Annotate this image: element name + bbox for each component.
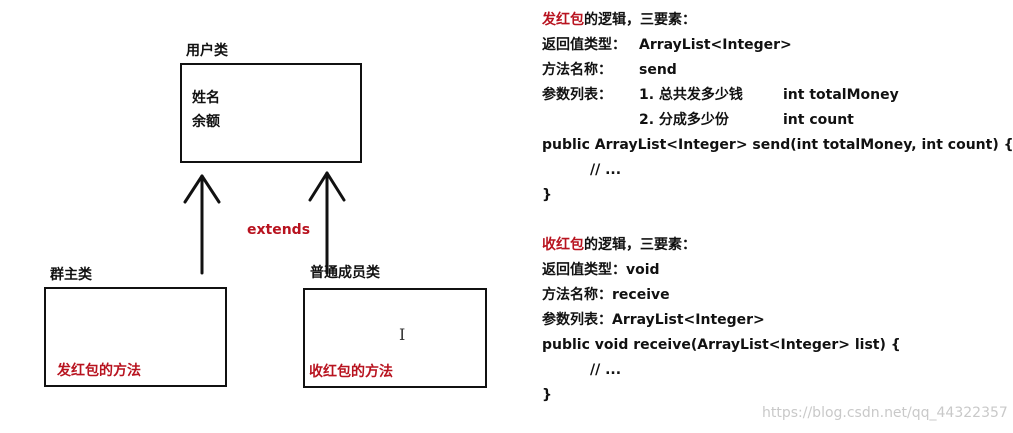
member-receive-method: 收红包的方法 [309,364,393,380]
receive-params-line: 参数列表：ArrayList<Integer> [542,308,765,333]
receive-body: // ... [590,362,622,378]
receive-params-label: 参数列表： [542,312,612,328]
extends-label: extends [247,222,311,238]
send-body: // ... [590,162,622,178]
user-field-name: 姓名 [192,90,220,106]
send-close-brace: } [542,187,552,203]
user-field-balance: 余额 [192,114,220,130]
receive-name-line: 方法名称：receive [542,283,670,308]
receive-return-label: 返回值类型： [542,262,626,278]
send-signature: public ArrayList<Integer> send(int total… [542,137,1013,153]
user-class-box: 姓名 余额 [180,63,362,163]
text-cursor-icon: I [399,325,406,344]
arrow-owner-to-user [183,174,221,275]
send-logic-title: 发红包的逻辑，三要素： [542,8,696,33]
member-class-box: 收红包的方法 I [303,288,487,388]
send-title-rest: 的逻辑，三要素： [584,12,696,28]
receive-return-value: void [626,262,660,278]
send-param2-code: int count [783,112,854,128]
owner-class-box: 发红包的方法 [44,287,227,387]
user-class-title: 用户类 [186,43,228,59]
send-name-label: 方法名称： [542,62,612,78]
receive-name-label: 方法名称： [542,287,612,303]
send-title-highlight: 发红包 [542,12,584,28]
send-param1-code: int totalMoney [783,87,899,103]
owner-send-method: 发红包的方法 [57,363,141,379]
watermark: https://blog.csdn.net/qq_44322357 [762,405,1008,421]
receive-title-rest: 的逻辑，三要素： [584,237,696,253]
owner-class-title: 群主类 [50,267,92,283]
receive-logic-title: 收红包的逻辑，三要素： [542,233,696,258]
receive-params-value: ArrayList<Integer> [612,312,765,328]
receive-close-brace: } [542,387,552,403]
send-name-value: send [639,62,677,78]
member-class-title: 普通成员类 [310,265,380,281]
receive-title-highlight: 收红包 [542,237,584,253]
receive-name-value: receive [612,287,670,303]
arrow-member-to-user [308,171,346,275]
send-params-label: 参数列表： [542,87,612,103]
receive-return-line: 返回值类型：void [542,258,660,283]
send-param2-desc: 2. 分成多少份 [639,112,729,128]
send-return-label: 返回值类型： [542,37,626,53]
send-param1-desc: 1. 总共发多少钱 [639,87,743,103]
send-return-value: ArrayList<Integer> [639,37,792,53]
receive-signature: public void receive(ArrayList<Integer> l… [542,337,901,353]
